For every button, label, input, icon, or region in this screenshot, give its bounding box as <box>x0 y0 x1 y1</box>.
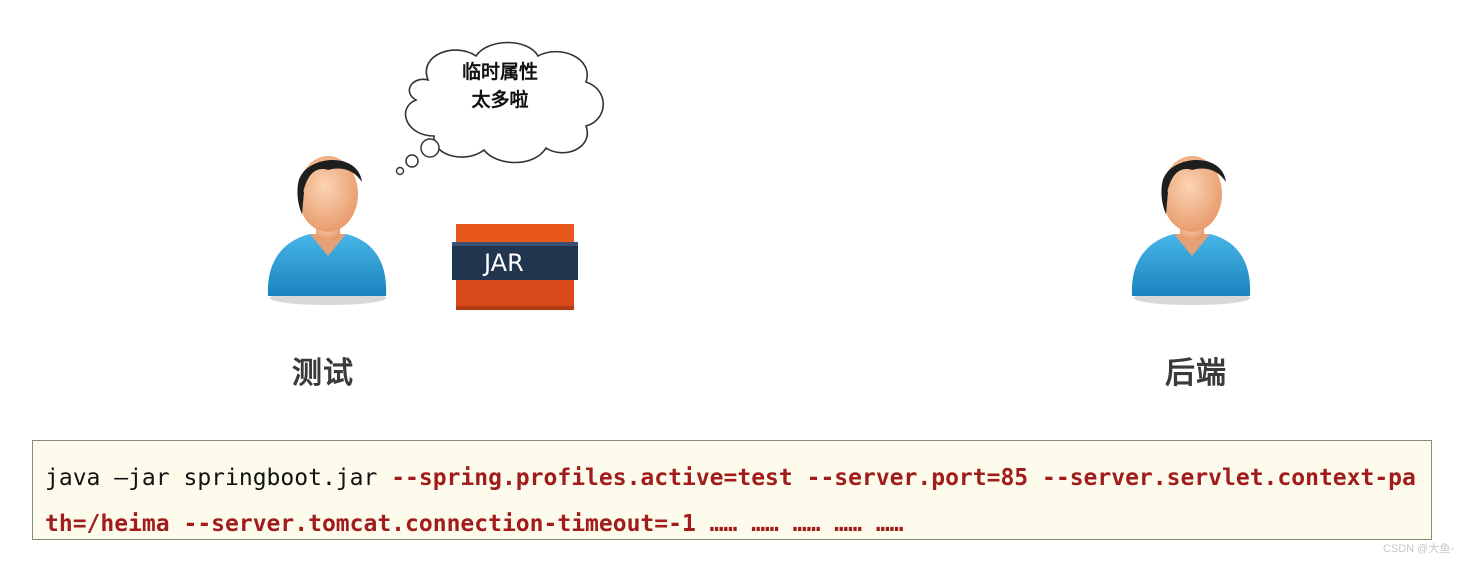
backend-person-icon <box>1126 148 1256 308</box>
watermark: CSDN @大鱼- <box>1382 543 1454 555</box>
command-box: java –jar springboot.jar --spring.profil… <box>32 440 1432 540</box>
backend-label: 后端 <box>1165 356 1227 391</box>
tester-person-icon <box>262 148 392 308</box>
thought-bubble: 临时属性 太多啦 <box>388 36 610 178</box>
jar-icon: JAR <box>450 220 580 314</box>
thought-line-2: 太多啦 <box>471 89 529 111</box>
command-prefix: java –jar springboot.jar <box>45 465 392 491</box>
thought-line-1: 临时属性 <box>461 61 538 83</box>
thought-text: 临时属性 太多啦 <box>426 58 574 114</box>
jar-label: JAR <box>482 249 524 277</box>
command-args: --spring.profiles.active=test --server.p… <box>45 465 1416 537</box>
tester-label: 测试 <box>292 356 354 391</box>
thought-cloud-icon <box>395 41 604 176</box>
